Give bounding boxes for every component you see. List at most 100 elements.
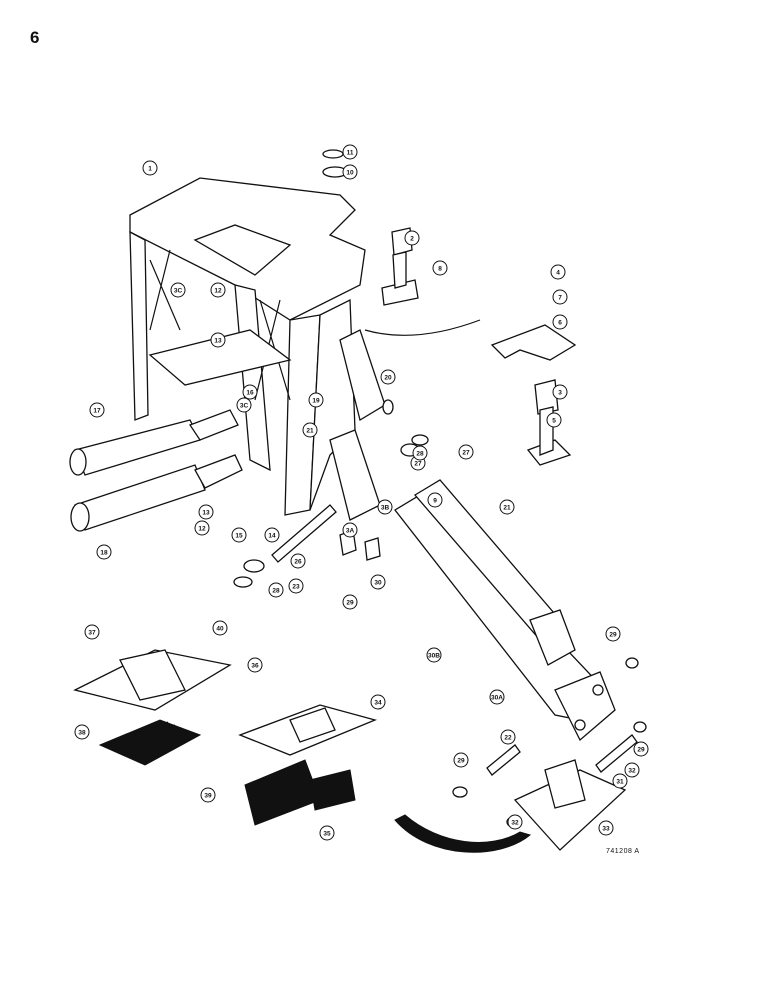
callout-circle bbox=[288, 578, 304, 594]
callout-circle bbox=[342, 594, 358, 610]
callout-label: 35 bbox=[323, 830, 331, 837]
callout-36: 36 bbox=[247, 657, 263, 673]
callout-label: 28 bbox=[272, 587, 280, 594]
callout-circle bbox=[84, 624, 100, 640]
stabilizer-pad-right bbox=[238, 704, 378, 826]
callout-label: 28 bbox=[416, 450, 424, 457]
callout-11: 11 bbox=[342, 144, 358, 160]
callout-32: 32 bbox=[507, 814, 523, 830]
callout-30A: 30A bbox=[489, 689, 505, 705]
callout-34: 34 bbox=[370, 694, 386, 710]
callout-label: 29 bbox=[609, 631, 617, 638]
callout-label: 30 bbox=[374, 579, 382, 586]
callout-label: 8 bbox=[438, 265, 442, 272]
callout-circle bbox=[624, 762, 640, 778]
callout-circle bbox=[458, 444, 474, 460]
callout-label: 7 bbox=[558, 294, 562, 301]
callout-39: 39 bbox=[200, 787, 216, 803]
callout-17: 17 bbox=[89, 402, 105, 418]
callout-label: 29 bbox=[637, 746, 645, 753]
callout-circle bbox=[308, 392, 324, 408]
callout-label: 27 bbox=[462, 449, 470, 456]
callout-circle bbox=[550, 264, 566, 280]
callout-circle bbox=[426, 647, 442, 663]
callout-label: 32 bbox=[628, 767, 636, 774]
callout-label: 32 bbox=[511, 819, 519, 826]
drawing-code: 741208 A bbox=[606, 848, 640, 855]
callout-circle bbox=[380, 369, 396, 385]
callout-14: 14 bbox=[264, 527, 280, 543]
callout-22: 22 bbox=[500, 729, 516, 745]
callout-circle bbox=[404, 230, 420, 246]
callout-21: 21 bbox=[499, 499, 515, 515]
callout-label: 6 bbox=[558, 319, 562, 326]
callout-1: 1 bbox=[142, 160, 158, 176]
callout-circle bbox=[432, 260, 448, 276]
callout-label: 16 bbox=[246, 389, 254, 396]
callout-29: 29 bbox=[342, 594, 358, 610]
callout-circle bbox=[200, 787, 216, 803]
main-frame bbox=[129, 177, 386, 521]
callout-circle bbox=[96, 544, 112, 560]
callout-8: 8 bbox=[432, 260, 448, 276]
callout-circle bbox=[489, 689, 505, 705]
callout-circle bbox=[546, 412, 562, 428]
callout-circle bbox=[170, 282, 186, 298]
callout-label: 21 bbox=[306, 427, 314, 434]
callout-38: 38 bbox=[74, 724, 90, 740]
callout-circle bbox=[74, 724, 90, 740]
callout-16: 16 bbox=[242, 384, 258, 400]
callout-label: 1 bbox=[148, 165, 152, 172]
callout-circle bbox=[290, 553, 306, 569]
callout-circle bbox=[210, 332, 226, 348]
callout-circle bbox=[552, 314, 568, 330]
stabilizer-shoe bbox=[513, 759, 627, 851]
callout-label: 10 bbox=[346, 169, 354, 176]
callout-15: 15 bbox=[231, 527, 247, 543]
callout-circle bbox=[605, 626, 621, 642]
callout-label: 14 bbox=[268, 532, 276, 539]
callout-label: 22 bbox=[504, 734, 512, 741]
callout-19: 19 bbox=[308, 392, 324, 408]
callout-37: 37 bbox=[84, 624, 100, 640]
callout-circle bbox=[412, 445, 428, 461]
callout-circle bbox=[598, 820, 614, 836]
callout-label: 12 bbox=[198, 525, 206, 532]
callout-4: 4 bbox=[550, 264, 566, 280]
callout-circle bbox=[342, 144, 358, 160]
callout-label: 21 bbox=[503, 504, 511, 511]
callout-30: 30 bbox=[370, 574, 386, 590]
callout-28: 28 bbox=[412, 445, 428, 461]
swing-casting-insert bbox=[490, 324, 577, 466]
callout-33: 33 bbox=[598, 820, 614, 836]
callout-3A: 3A bbox=[342, 522, 358, 538]
callout-9: 9 bbox=[427, 492, 443, 508]
callout-35: 35 bbox=[319, 825, 335, 841]
callout-3B: 3B bbox=[377, 499, 393, 515]
callout-7: 7 bbox=[552, 289, 568, 305]
callout-20: 20 bbox=[380, 369, 396, 385]
callout-circle bbox=[342, 164, 358, 180]
callout-label: 23 bbox=[292, 583, 300, 590]
callout-label: 9 bbox=[433, 497, 437, 504]
callout-circle bbox=[370, 694, 386, 710]
callout-label: 30B bbox=[428, 652, 440, 659]
callout-circle bbox=[427, 492, 443, 508]
callout-32: 32 bbox=[624, 762, 640, 778]
callout-circle bbox=[552, 384, 568, 400]
callout-27: 27 bbox=[458, 444, 474, 460]
callout-label: 13 bbox=[202, 509, 210, 516]
callout-circle bbox=[212, 620, 228, 636]
upper-pin-stack bbox=[322, 149, 419, 306]
callout-3C: 3C bbox=[236, 397, 252, 413]
callout-28: 28 bbox=[268, 582, 284, 598]
callout-label: 11 bbox=[347, 149, 354, 156]
callout-label: 3C bbox=[174, 287, 183, 294]
callout-label: 26 bbox=[294, 558, 302, 565]
callout-circle bbox=[264, 527, 280, 543]
callout-circle bbox=[453, 752, 469, 768]
callout-29: 29 bbox=[453, 752, 469, 768]
callout-29: 29 bbox=[633, 741, 649, 757]
callout-circle bbox=[302, 422, 318, 438]
